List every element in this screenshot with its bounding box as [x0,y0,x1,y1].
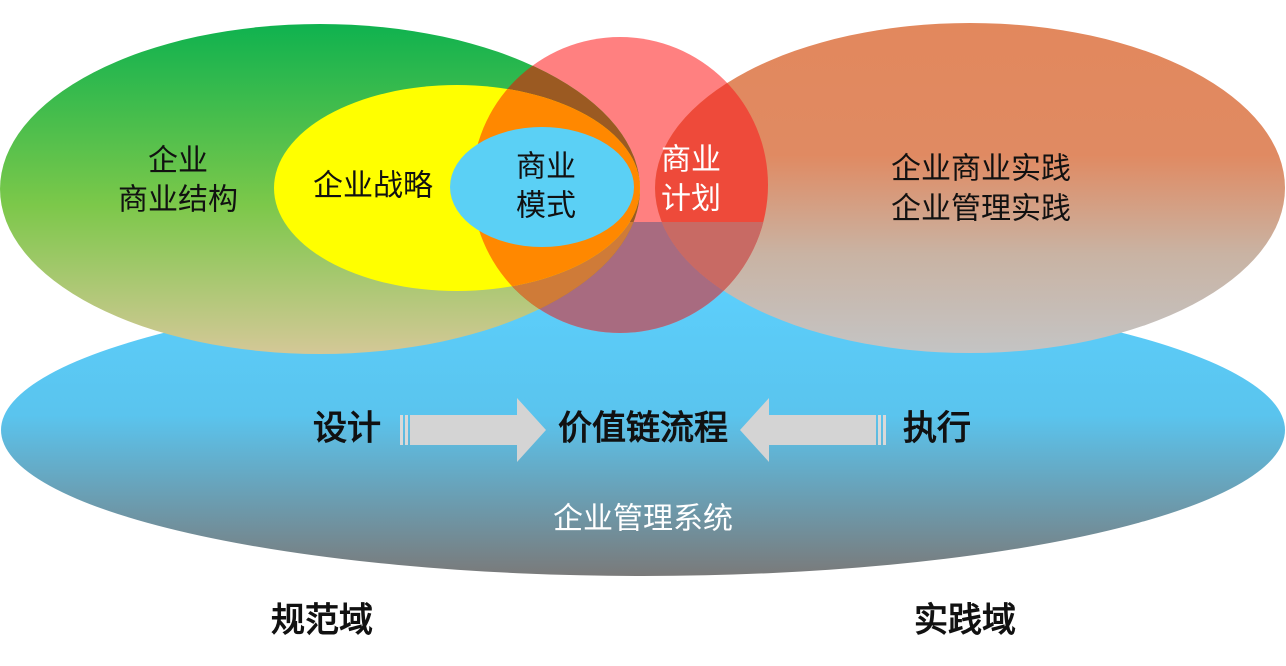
business-model-line1: 商业 [516,150,576,185]
business-plan-line2: 计划 [661,182,721,217]
normative-domain-label: 规范域 [271,601,373,641]
management-system-ellipse [1,284,1285,576]
business-model-ellipse [450,127,634,247]
practice-label-line1: 企业商业实践 [891,152,1071,187]
practice-ellipse [655,23,1285,353]
execute-label: 执行 [903,409,971,449]
arrow-left-icon [740,398,886,462]
business-model-line2: 模式 [516,189,576,224]
practice-domain-label: 实践域 [914,601,1016,641]
system-label: 企业管理系统 [553,502,733,537]
structure-label-line2: 商业结构 [118,183,238,218]
business-plan-line1: 商业 [661,143,721,178]
value-chain-label: 价值链流程 [558,409,728,449]
strategy-label: 企业战略 [313,169,433,204]
design-label: 设计 [313,409,381,449]
practice-label-line2: 企业管理实践 [891,192,1071,227]
structure-label-line1: 企业 [148,144,208,179]
plan-practice-overlap-lower [655,222,768,333]
arrow-right-icon [400,398,546,462]
